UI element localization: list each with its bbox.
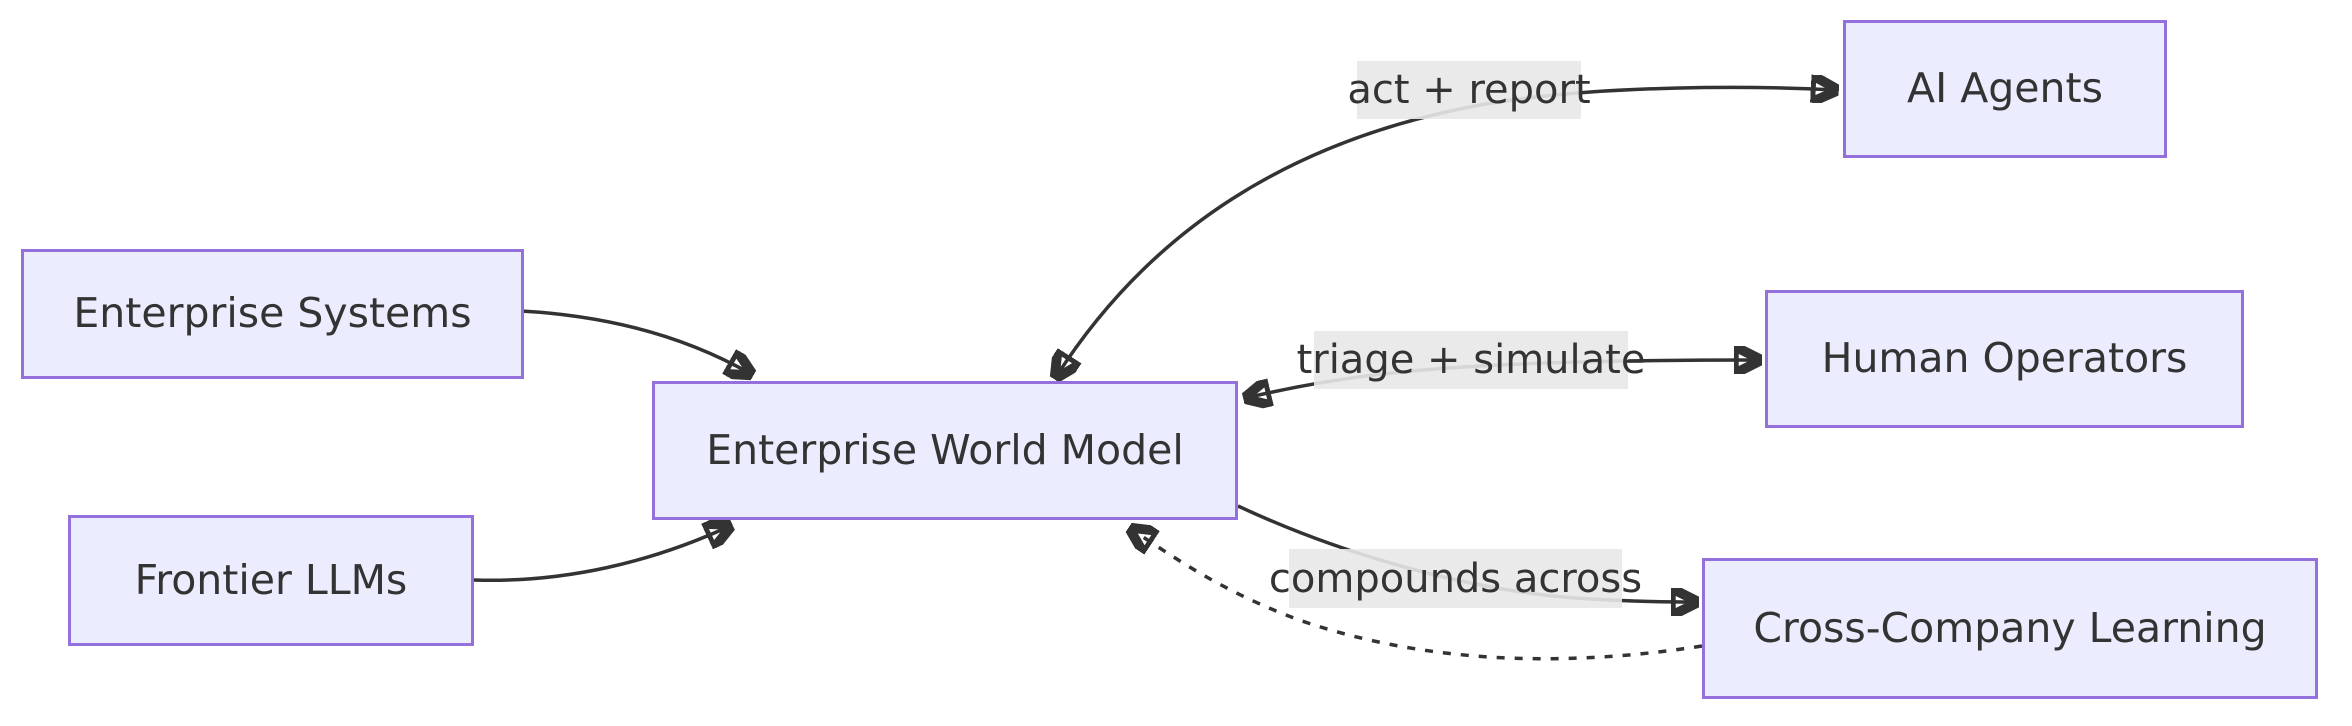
node-label: Enterprise World Model (706, 425, 1184, 474)
node-human-operators: Human Operators (1765, 290, 2244, 428)
edge-label-act-report: act + report (1347, 61, 1591, 119)
edge-label-triage-simulate: triage + simulate (1297, 331, 1645, 389)
edge-cross-company-to-model (1131, 529, 1703, 661)
edge-label-text: compounds across (1268, 555, 1643, 602)
node-enterprise-world-model: Enterprise World Model (652, 381, 1238, 520)
node-frontier-llms: Frontier LLMs (68, 515, 474, 646)
node-enterprise-systems: Enterprise Systems (21, 249, 524, 379)
edge-label-text: act + report (1347, 67, 1591, 113)
node-cross-company-learning: Cross-Company Learning (1702, 558, 2318, 699)
edge-label-compounds-across: compounds across (1269, 549, 1642, 608)
node-label: AI Agents (1907, 64, 2103, 113)
node-ai-agents: AI Agents (1843, 20, 2167, 158)
node-label: Enterprise Systems (73, 289, 472, 338)
node-label: Cross-Company Learning (1753, 603, 2267, 652)
node-label: Frontier LLMs (134, 555, 408, 604)
node-label: Human Operators (1821, 334, 2188, 383)
edge-label-text: triage + simulate (1296, 337, 1646, 383)
edge-systems-to-model (520, 309, 751, 374)
edge-llms-to-model (473, 526, 730, 583)
